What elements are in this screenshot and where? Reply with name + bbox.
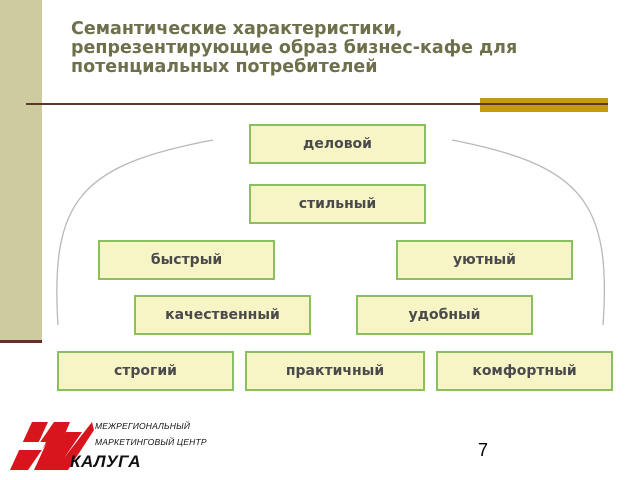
- left-bar-underline: [0, 340, 42, 343]
- page-number: 7: [478, 440, 489, 460]
- trait-box-delovoy: деловой: [249, 124, 426, 164]
- left-decorative-bar: [0, 0, 42, 340]
- trait-box-strogy: строгий: [57, 351, 234, 391]
- trait-box-praktichny: практичный: [245, 351, 425, 391]
- trait-box-stilny: стильный: [249, 184, 426, 224]
- trait-box-bystry: быстрый: [98, 240, 275, 280]
- divider-accent-block: [480, 98, 608, 112]
- logo-mark-icon: [10, 422, 94, 470]
- title-divider: [26, 103, 608, 105]
- logo-city: КАЛУГА: [70, 452, 141, 471]
- right-bracket-curve: [451, 139, 606, 326]
- trait-box-kachestvenny: качественный: [134, 295, 311, 335]
- trait-box-uyutny: уютный: [396, 240, 573, 280]
- logo-line-2: МАРКЕТИНГОВЫЙ ЦЕНТР: [95, 437, 207, 447]
- divider-accent-line: [480, 103, 608, 105]
- trait-box-udobny: удобный: [356, 295, 533, 335]
- slide-title: Семантические характеристики, репрезенти…: [71, 20, 611, 77]
- title-line-1: Семантические характеристики,: [71, 19, 403, 39]
- left-bracket-curve: [56, 139, 214, 326]
- trait-box-komfortny: комфортный: [436, 351, 613, 391]
- logo-line-1: МЕЖРЕГИОНАЛЬНЫЙ: [95, 421, 191, 431]
- title-line-2: репрезентирующие образ бизнес-кафе для: [71, 38, 518, 58]
- title-line-3: потенциальных потребителей: [71, 57, 378, 77]
